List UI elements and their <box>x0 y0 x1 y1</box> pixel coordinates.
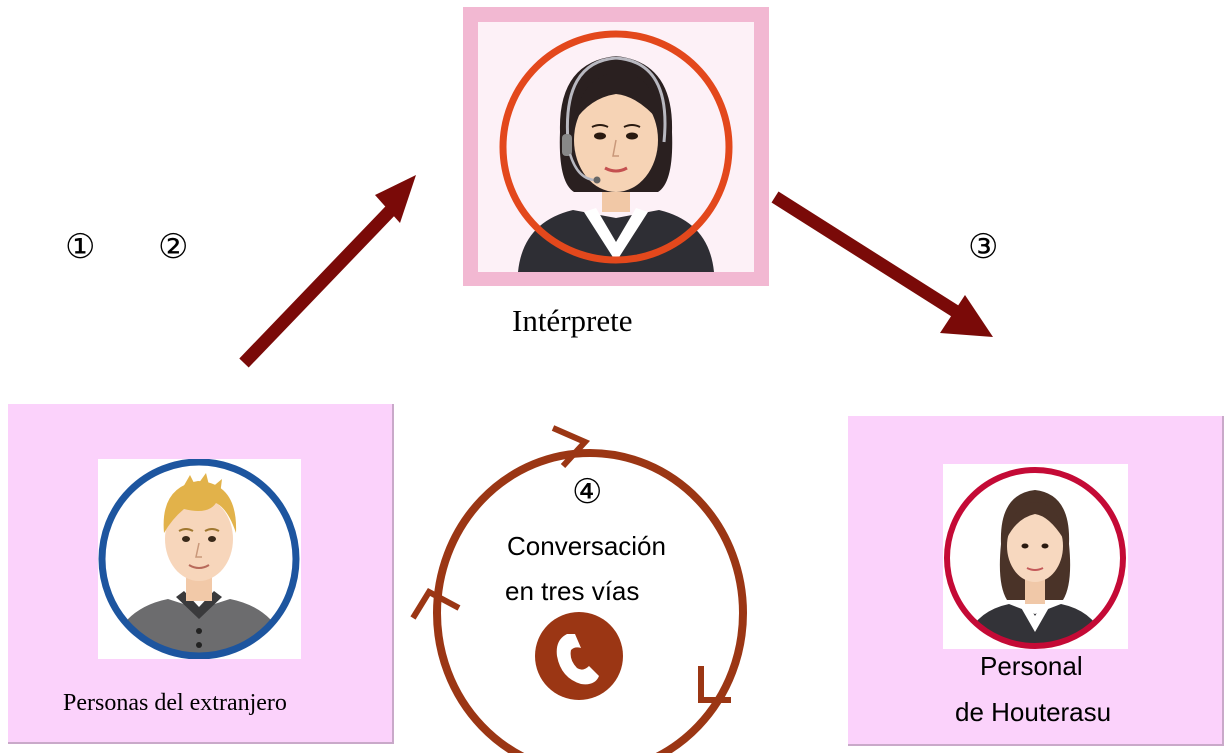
step-3-number: ③ <box>968 227 999 267</box>
step-4-number: ④ <box>572 472 603 512</box>
staff-label-line1: Personal <box>980 651 1083 681</box>
staff-ring <box>944 467 1126 649</box>
interpreter-avatar <box>499 30 733 272</box>
cycle-arrow-right <box>698 666 731 703</box>
foreigner-ring <box>98 458 300 660</box>
foreigner-avatar <box>98 458 300 660</box>
staff-avatar <box>944 467 1126 649</box>
conversation-label-line2: en tres vías <box>505 576 640 606</box>
conversation-label-line1: Conversación <box>507 531 666 561</box>
interpreter-label: Intérprete <box>512 303 633 338</box>
interpreter-card <box>478 22 754 272</box>
arrow-to-interpreter <box>239 175 416 368</box>
staff-label-line2: de Houterasu <box>955 697 1112 727</box>
conversation-ring <box>433 449 747 753</box>
foreigner-label: Personas del extranjero <box>63 690 287 716</box>
staff-avatar-bg <box>943 464 1128 649</box>
arrow-to-staff <box>771 191 993 337</box>
step-1-number: ① <box>65 227 96 267</box>
step-2-number: ② <box>158 227 189 267</box>
cycle-arrow-left <box>410 588 461 620</box>
interpreter-ring <box>499 30 733 264</box>
phone-icon <box>535 612 623 700</box>
foreigner-avatar-bg <box>98 458 301 660</box>
conversation-cycle <box>410 425 747 753</box>
cycle-arrow-top <box>551 425 591 469</box>
